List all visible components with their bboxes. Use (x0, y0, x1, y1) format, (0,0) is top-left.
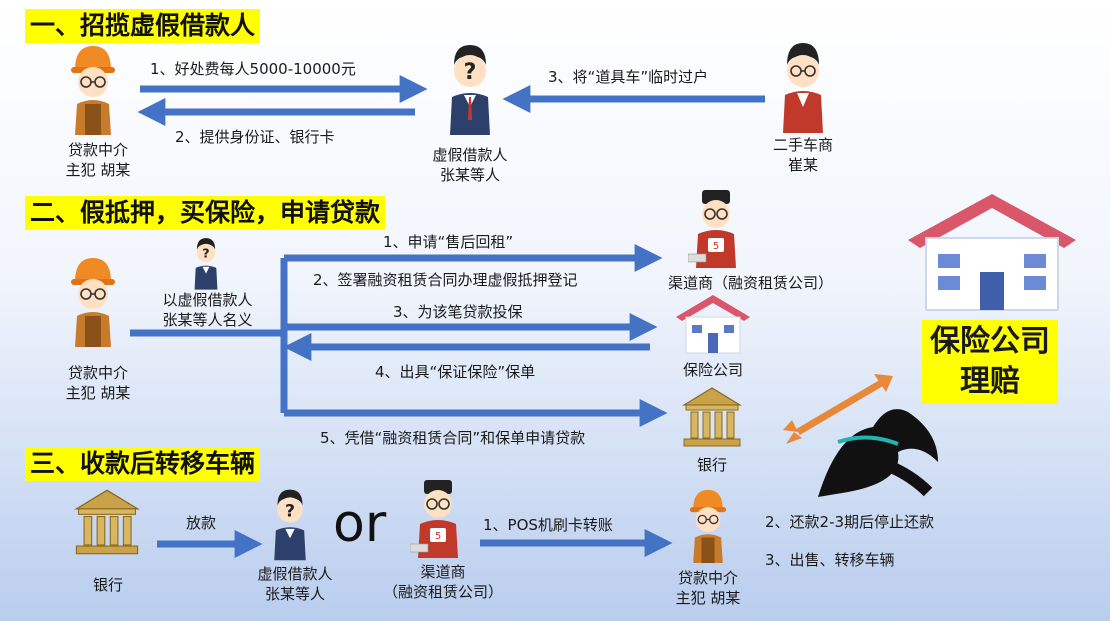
s1-step2: 2、提供身份证、银行卡 (175, 128, 335, 146)
or-text: or (333, 494, 387, 554)
svg-text:5: 5 (435, 531, 441, 542)
s1-dealer-label: 二手车商崔某 (772, 136, 833, 174)
s2-step1: 1、申请“售后回租” (383, 233, 514, 251)
svg-text:?: ? (464, 60, 477, 85)
s1-intermediary-label: 贷款中介主犯 胡某 (65, 141, 131, 179)
borrower-icon: ? (194, 238, 218, 290)
section-title-2: 二、假抵押，买保险，申请贷款 (25, 196, 386, 230)
section-title-1: 一、招揽虚假借款人 (25, 9, 261, 43)
s1-borrower-label: 虚假借款人张某等人 (432, 146, 508, 184)
svg-text:?: ? (285, 501, 295, 521)
dealer-icon (783, 43, 823, 133)
s3-borrower-label: 虚假借款人张某等人 (257, 565, 333, 603)
s2-channel-label: 渠道商（融资租赁公司） (668, 274, 834, 292)
intermediary-icon (689, 489, 727, 564)
s2-step2: 2、签署融资租赁合同办理虚假抵押登记 (313, 271, 578, 289)
escape-figure-icon (783, 374, 938, 497)
s3-step3: 3、出售、转移车辆 (765, 551, 895, 569)
s3-step2: 2、还款2-3期后停止还款 (765, 513, 935, 531)
section-title-3: 三、收款后转移车辆 (25, 447, 261, 481)
channel-merchant-icon: 5 (410, 480, 458, 558)
intermediary-icon (71, 258, 115, 347)
s2-step3: 3、为该笔贷款投保 (393, 303, 523, 321)
borrower-icon: ? (450, 45, 490, 135)
s2-step5: 5、凭借“融资租赁合同”和保单申请贷款 (320, 429, 586, 447)
svg-text:5: 5 (713, 241, 719, 252)
bank-icon (681, 387, 743, 447)
s3-pos-label: 1、POS机刷卡转账 (483, 516, 613, 534)
claim-label: 保险公司 理赔 (922, 320, 1058, 404)
svg-text:?: ? (202, 246, 209, 261)
s2-insurer-label: 保险公司 (682, 361, 743, 379)
s2-borrower-name-label: 以虚假借款人张某等人名义 (162, 291, 253, 329)
s3-channel-label: 渠道商（融资租赁公司） (382, 563, 503, 601)
insurer-house-icon (676, 295, 750, 354)
channel-merchant-icon: 5 (688, 190, 736, 268)
borrower-icon: ? (274, 489, 306, 561)
bank-icon (74, 489, 140, 555)
s2-intermediary-label: 贷款中介主犯 胡某 (65, 364, 131, 402)
s3-bank-label: 银行 (92, 576, 123, 594)
s1-step3: 3、将“道具车”临时过户 (548, 68, 709, 86)
insurer-big-house-icon (908, 194, 1076, 311)
s3-disburse-label: 放款 (186, 514, 217, 532)
s2-step4: 4、出具“保证保险”保单 (375, 363, 536, 381)
s2-bank-label: 银行 (696, 456, 727, 474)
intermediary-icon (71, 46, 115, 135)
s3-intermediary-label: 贷款中介主犯 胡某 (675, 569, 741, 607)
s1-step1: 1、好处费每人5000-10000元 (150, 60, 356, 78)
